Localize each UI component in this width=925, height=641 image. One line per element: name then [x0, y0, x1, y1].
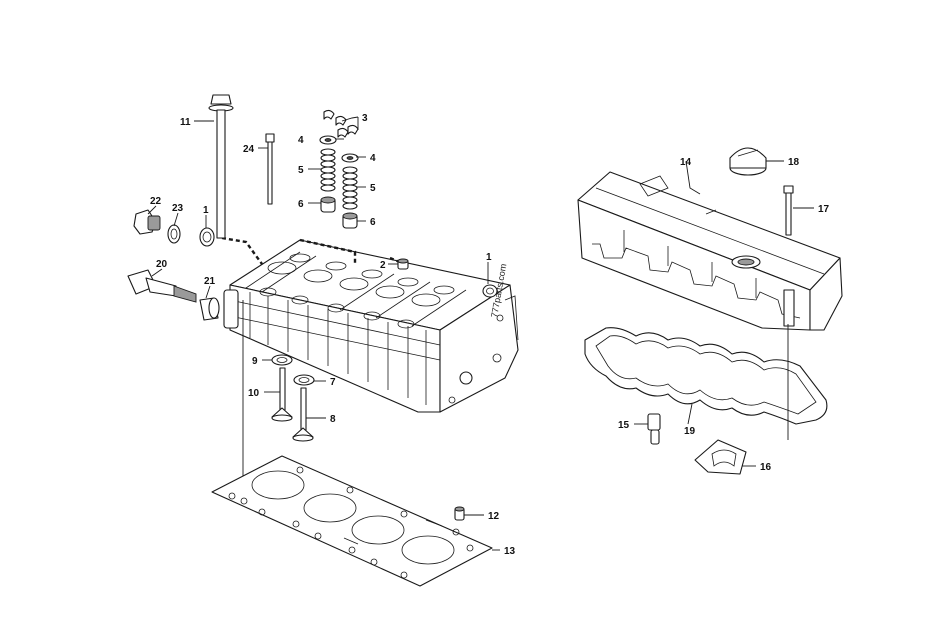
callout-labels: 11 24 3 4 4 5 5 6 6 22 23 1 20 21 2 1 9 …	[150, 113, 830, 557]
part-15-clip	[647, 413, 661, 445]
callout-3: 3	[362, 113, 368, 124]
callout-6b: 6	[370, 217, 376, 228]
callout-5a: 5	[298, 165, 304, 176]
callout-4b: 4	[370, 153, 376, 164]
callout-6a: 6	[298, 199, 304, 210]
part-19-cover-gasket	[584, 327, 828, 425]
callout-11: 11	[180, 117, 191, 128]
callout-20: 20	[156, 259, 168, 270]
part-8-valve	[292, 387, 314, 442]
part-7-seat	[293, 374, 315, 386]
callout-17: 17	[818, 204, 830, 215]
callout-8: 8	[330, 414, 336, 425]
part-1-sleeve-right	[482, 284, 498, 298]
callout-18: 18	[788, 157, 800, 168]
cylinder-head	[221, 236, 519, 505]
callout-23: 23	[172, 203, 184, 214]
callout-2: 2	[380, 260, 386, 271]
part-5-springs	[320, 148, 358, 210]
part-3-collets	[323, 109, 359, 138]
part-9-seat	[271, 354, 293, 366]
callout-19: 19	[684, 426, 696, 437]
part-23-ring	[167, 224, 181, 244]
callout-13: 13	[504, 546, 516, 557]
callout-16: 16	[760, 462, 772, 473]
callout-9: 9	[252, 356, 258, 367]
part-2-plug	[397, 258, 409, 270]
callout-10: 10	[248, 388, 260, 399]
part-4-retainers	[319, 135, 359, 163]
callout-22: 22	[150, 196, 162, 207]
callout-7: 7	[330, 377, 336, 388]
leader-lines	[147, 116, 814, 551]
part-11-bolt	[208, 94, 234, 239]
callout-14: 14	[680, 157, 692, 168]
part-24-bolt	[265, 133, 275, 205]
part-10-valve	[271, 367, 293, 422]
part-6-seals	[320, 196, 358, 229]
part-20-sensor	[127, 269, 197, 303]
callout-12: 12	[488, 511, 500, 522]
callout-15: 15	[618, 420, 630, 431]
callout-24: 24	[243, 144, 255, 155]
callout-1b: 1	[486, 252, 492, 263]
part-14-valve-cover	[577, 171, 843, 331]
part-18-filler-cap	[729, 147, 767, 176]
part-1-sleeve	[199, 227, 215, 247]
callout-21: 21	[204, 276, 216, 287]
callout-5b: 5	[370, 183, 376, 194]
part-16-bracket	[694, 439, 747, 475]
part-21-sleeve	[199, 297, 220, 321]
part-17-bolt	[783, 185, 794, 236]
part-13-head-gasket	[211, 455, 493, 587]
part-12-dowel	[454, 506, 465, 521]
callout-4a: 4	[298, 135, 304, 146]
callout-1: 1	[203, 205, 209, 216]
part-22-plug	[133, 209, 161, 235]
